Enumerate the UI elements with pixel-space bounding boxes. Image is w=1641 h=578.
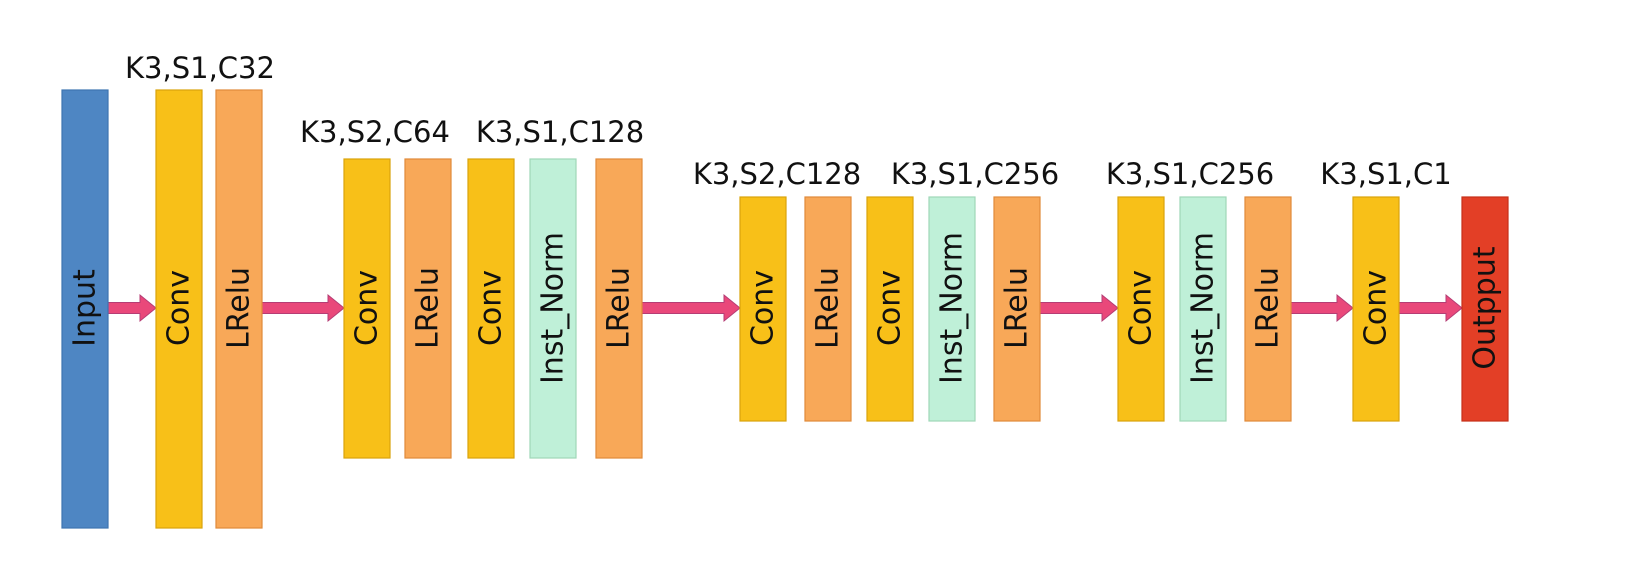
conv7-label: Conv bbox=[1359, 270, 1394, 346]
conv5-block: Conv bbox=[866, 196, 914, 422]
lrelu3-block: LRelu bbox=[595, 158, 643, 459]
input-block: Input bbox=[61, 89, 109, 529]
layer-label-conv5: K3,S1,C256 bbox=[891, 157, 1059, 191]
output-label: Outpput bbox=[1468, 246, 1503, 369]
input-label: Input bbox=[68, 269, 103, 347]
conv2-block: Conv bbox=[343, 158, 391, 459]
lrelu4-label: LRelu bbox=[811, 267, 846, 349]
conv3-block: Conv bbox=[467, 158, 515, 459]
input-rect bbox=[61, 89, 109, 529]
instnorm3-label: Inst_Norm bbox=[1186, 232, 1221, 384]
layer-label-conv4: K3,S2,C128 bbox=[693, 157, 861, 191]
lrelu6-rect bbox=[1244, 196, 1292, 422]
arrow-lrelu3-to-conv4 bbox=[641, 293, 741, 323]
instnorm1-rect bbox=[529, 158, 577, 459]
layer-label-conv7: K3,S1,C1 bbox=[1320, 157, 1451, 191]
layer-label-conv2: K3,S2,C64 bbox=[300, 115, 450, 149]
conv7-block: Conv bbox=[1352, 196, 1400, 422]
conv4-label: Conv bbox=[746, 270, 781, 346]
conv5-rect bbox=[866, 196, 914, 422]
arrow-conv7-to-output bbox=[1398, 293, 1463, 323]
conv6-label: Conv bbox=[1124, 270, 1159, 346]
arrow-lrelu1-to-conv2 bbox=[261, 293, 345, 323]
layer-label-conv1: K3,S1,C32 bbox=[125, 51, 275, 85]
conv4-block: Conv bbox=[739, 196, 787, 422]
arrow-lrelu5-to-conv6 bbox=[1039, 293, 1119, 323]
output-block: Outpput bbox=[1461, 196, 1509, 422]
lrelu4-rect bbox=[804, 196, 852, 422]
blocks-layer: Input Conv LRelu Conv LRelu Conv Inst_Norm LRel… bbox=[61, 89, 1509, 529]
lrelu5-label: LRelu bbox=[1000, 267, 1035, 349]
conv6-block: Conv bbox=[1117, 196, 1165, 422]
lrelu6-label: LRelu bbox=[1251, 267, 1286, 349]
conv5-label: Conv bbox=[873, 270, 908, 346]
arrow-input-to-conv1 bbox=[107, 293, 157, 323]
lrelu3-label: LRelu bbox=[602, 267, 637, 349]
conv4-rect bbox=[739, 196, 787, 422]
conv1-block: Conv bbox=[155, 89, 203, 529]
conv1-rect bbox=[155, 89, 203, 529]
lrelu2-label: LRelu bbox=[411, 267, 446, 349]
instnorm2-rect bbox=[928, 196, 976, 422]
instnorm1-label: Inst_Norm bbox=[536, 232, 571, 384]
lrelu5-block: LRelu bbox=[993, 196, 1041, 422]
conv7-rect bbox=[1352, 196, 1400, 422]
instnorm3-block: Inst_Norm bbox=[1179, 196, 1227, 422]
conv2-label: Conv bbox=[350, 270, 385, 346]
instnorm1-block: Inst_Norm bbox=[529, 158, 577, 459]
output-rect bbox=[1461, 196, 1509, 422]
layer-label-conv6: K3,S1,C256 bbox=[1106, 157, 1274, 191]
layer-label-conv3: K3,S1,C128 bbox=[476, 115, 644, 149]
conv3-rect bbox=[467, 158, 515, 459]
conv2-rect bbox=[343, 158, 391, 459]
lrelu6-block: LRelu bbox=[1244, 196, 1292, 422]
arrows-layer bbox=[107, 293, 1463, 323]
lrelu1-rect bbox=[215, 89, 263, 529]
instnorm2-block: Inst_Norm bbox=[928, 196, 976, 422]
lrelu1-label: LRelu bbox=[222, 267, 257, 349]
lrelu5-rect bbox=[993, 196, 1041, 422]
lrelu2-block: LRelu bbox=[404, 158, 452, 459]
lrelu2-rect bbox=[404, 158, 452, 459]
lrelu1-block: LRelu bbox=[215, 89, 263, 529]
lrelu3-rect bbox=[595, 158, 643, 459]
instnorm2-label: Inst_Norm bbox=[935, 232, 970, 384]
lrelu4-block: LRelu bbox=[804, 196, 852, 422]
instnorm3-rect bbox=[1179, 196, 1227, 422]
conv6-rect bbox=[1117, 196, 1165, 422]
conv1-label: Conv bbox=[162, 270, 197, 346]
arrow-lrelu6-to-conv7 bbox=[1290, 293, 1354, 323]
conv3-label: Conv bbox=[474, 270, 509, 346]
